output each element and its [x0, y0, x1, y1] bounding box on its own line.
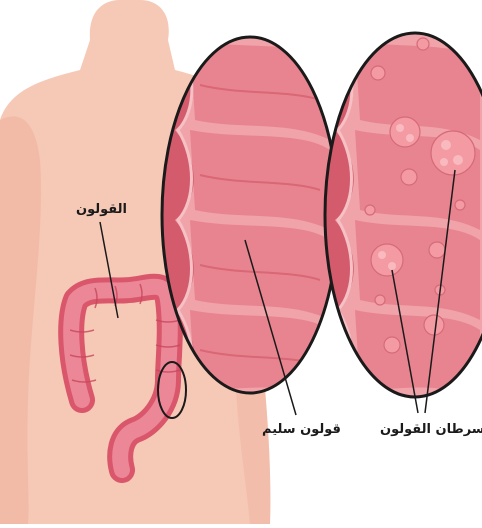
cancer-colon-view — [320, 30, 482, 400]
healthy-colon-label: قولون سليم — [262, 423, 341, 436]
colon-cancer-label: سرطان القولون — [380, 423, 482, 436]
colon-label: القولون — [76, 203, 127, 216]
